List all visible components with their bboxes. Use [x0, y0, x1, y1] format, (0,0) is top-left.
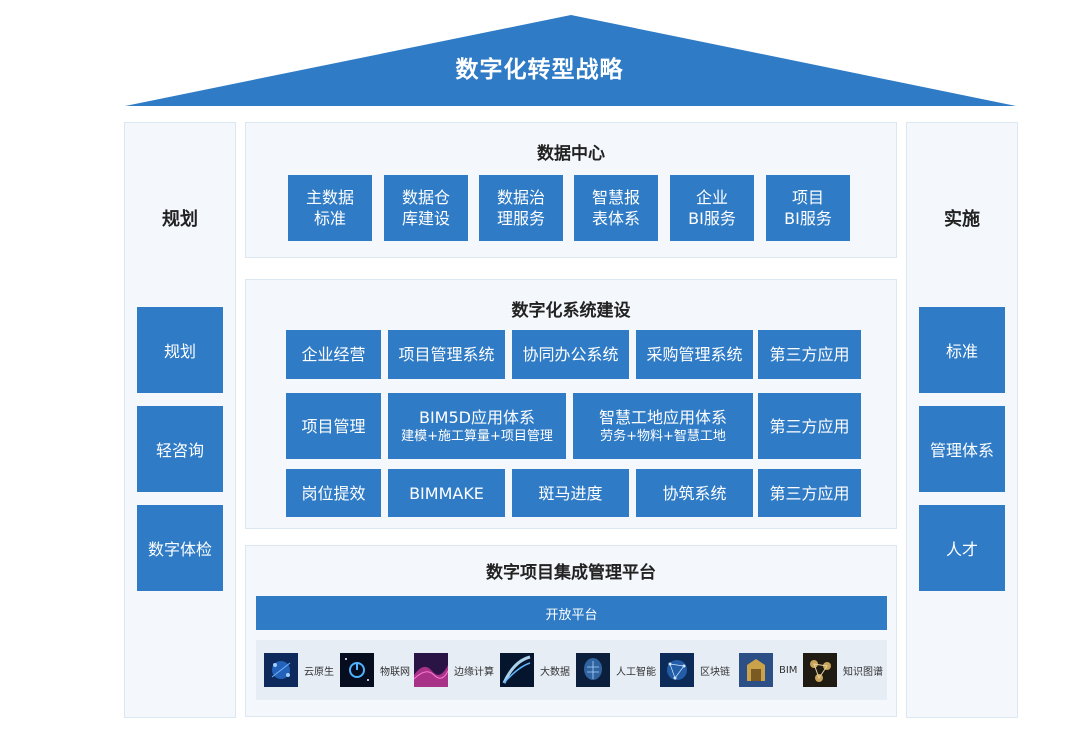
tech-label: BIM: [779, 664, 798, 676]
blockchain-icon: [660, 653, 694, 687]
item-line: BI服务: [784, 209, 832, 228]
left-pillar-item: 轻咨询: [137, 406, 223, 492]
system-item: 第三方应用: [758, 393, 861, 459]
left-pillar-title: 规划: [162, 209, 198, 230]
system-item: 岗位提效: [286, 469, 381, 517]
system-item: BIMMAKE: [388, 469, 505, 517]
system-item: 第三方应用: [758, 330, 861, 379]
item-line: 表体系: [591, 209, 640, 228]
system-build-title: 数字化系统建设: [511, 301, 631, 321]
item-line: 主数据: [305, 188, 354, 207]
tech-item-blockchain: 区块链: [660, 653, 730, 687]
tech-item-bim: BIM: [739, 653, 797, 687]
system-item: 斑马进度: [512, 469, 629, 517]
tech-item-iot: 物联网: [340, 653, 410, 687]
left-pillar-item: 规划: [137, 307, 223, 393]
item-line: 理服务: [496, 209, 545, 228]
technology-row: 云原生 物联网 边缘计算 大数据: [256, 640, 887, 700]
bim-icon: [739, 653, 773, 687]
right-pillar-title: 实施: [944, 209, 980, 230]
cloud-native-icon: [264, 653, 298, 687]
data-center-item: 智慧报 表体系: [574, 175, 658, 241]
tech-item-cloud-native: 云原生: [264, 653, 334, 687]
system-item: 第三方应用: [758, 469, 861, 517]
tech-item-edge-computing: 边缘计算: [414, 653, 494, 687]
tech-label: 区块链: [700, 666, 730, 678]
item-line: 智慧报: [591, 188, 640, 207]
bim5d-system: BIM5D应用体系 建模+施工算量+项目管理: [388, 393, 566, 459]
system-item: 协同办公系统: [512, 330, 629, 379]
bim5d-subtitle: 建模+施工算量+项目管理: [401, 428, 553, 444]
tech-item-big-data: 大数据: [500, 653, 570, 687]
left-pillar-item: 数字体检: [137, 505, 223, 591]
data-center-item: 数据治 理服务: [479, 175, 563, 241]
open-platform-bar: 开放平台: [256, 596, 887, 630]
system-item: 项目管理: [286, 393, 381, 459]
smart-site-subtitle: 劳务+物料+智慧工地: [600, 428, 726, 444]
platform-panel: 数字项目集成管理平台 开放平台 云原生 物联网: [245, 545, 897, 717]
tech-label: 物联网: [380, 666, 410, 678]
data-center-title: 数据中心: [537, 144, 605, 164]
system-item: 协筑系统: [636, 469, 753, 517]
knowledge-graph-icon: [803, 653, 837, 687]
tech-label: 边缘计算: [454, 666, 494, 678]
system-item: 采购管理系统: [636, 330, 753, 379]
data-center-item: 企业 BI服务: [670, 175, 754, 241]
edge-computing-icon: [414, 653, 448, 687]
roof-triangle: [125, 15, 1016, 106]
right-pillar-implementation: 实施 标准 管理体系 人才: [906, 122, 1018, 718]
ai-icon: [576, 653, 610, 687]
item-line: BI服务: [688, 209, 736, 228]
system-item: 项目管理系统: [388, 330, 505, 379]
tech-label: 知识图谱: [843, 666, 883, 678]
tech-label: 云原生: [304, 666, 334, 678]
right-pillar-item: 管理体系: [919, 406, 1005, 492]
right-pillar-item: 标准: [919, 307, 1005, 393]
tech-item-knowledge-graph: 知识图谱: [803, 653, 883, 687]
item-line: 数据仓: [401, 188, 450, 207]
iot-icon: [340, 653, 374, 687]
strategy-title: 数字化转型战略: [455, 57, 624, 83]
big-data-icon: [500, 653, 534, 687]
bim5d-title: BIM5D应用体系: [418, 407, 535, 427]
platform-title: 数字项目集成管理平台: [486, 563, 656, 583]
data-center-panel: 数据中心 主数据 标准 数据仓 库建设 数据治 理服务 智慧报 表体系 企业 B…: [245, 122, 897, 258]
right-pillar-item: 人才: [919, 505, 1005, 591]
left-pillar-planning: 规划 规划 轻咨询 数字体检: [124, 122, 236, 718]
tech-label: 大数据: [540, 666, 570, 678]
data-center-item: 项目 BI服务: [766, 175, 850, 241]
system-build-panel: 数字化系统建设 企业经营 项目管理系统 协同办公系统 采购管理系统 第三方应用 …: [245, 279, 897, 529]
tech-item-ai: 人工智能: [576, 653, 656, 687]
smart-site-title: 智慧工地应用体系: [598, 407, 727, 427]
data-center-item: 数据仓 库建设: [384, 175, 468, 241]
smart-site-system: 智慧工地应用体系 劳务+物料+智慧工地: [573, 393, 753, 459]
item-line: 库建设: [401, 209, 450, 228]
item-line: 项目: [791, 188, 824, 207]
data-center-item: 主数据 标准: [288, 175, 372, 241]
item-line: 企业: [695, 188, 728, 207]
item-line: 标准: [313, 209, 346, 228]
system-item: 企业经营: [286, 330, 381, 379]
tech-label: 人工智能: [616, 666, 656, 678]
item-line: 数据治: [496, 188, 545, 207]
